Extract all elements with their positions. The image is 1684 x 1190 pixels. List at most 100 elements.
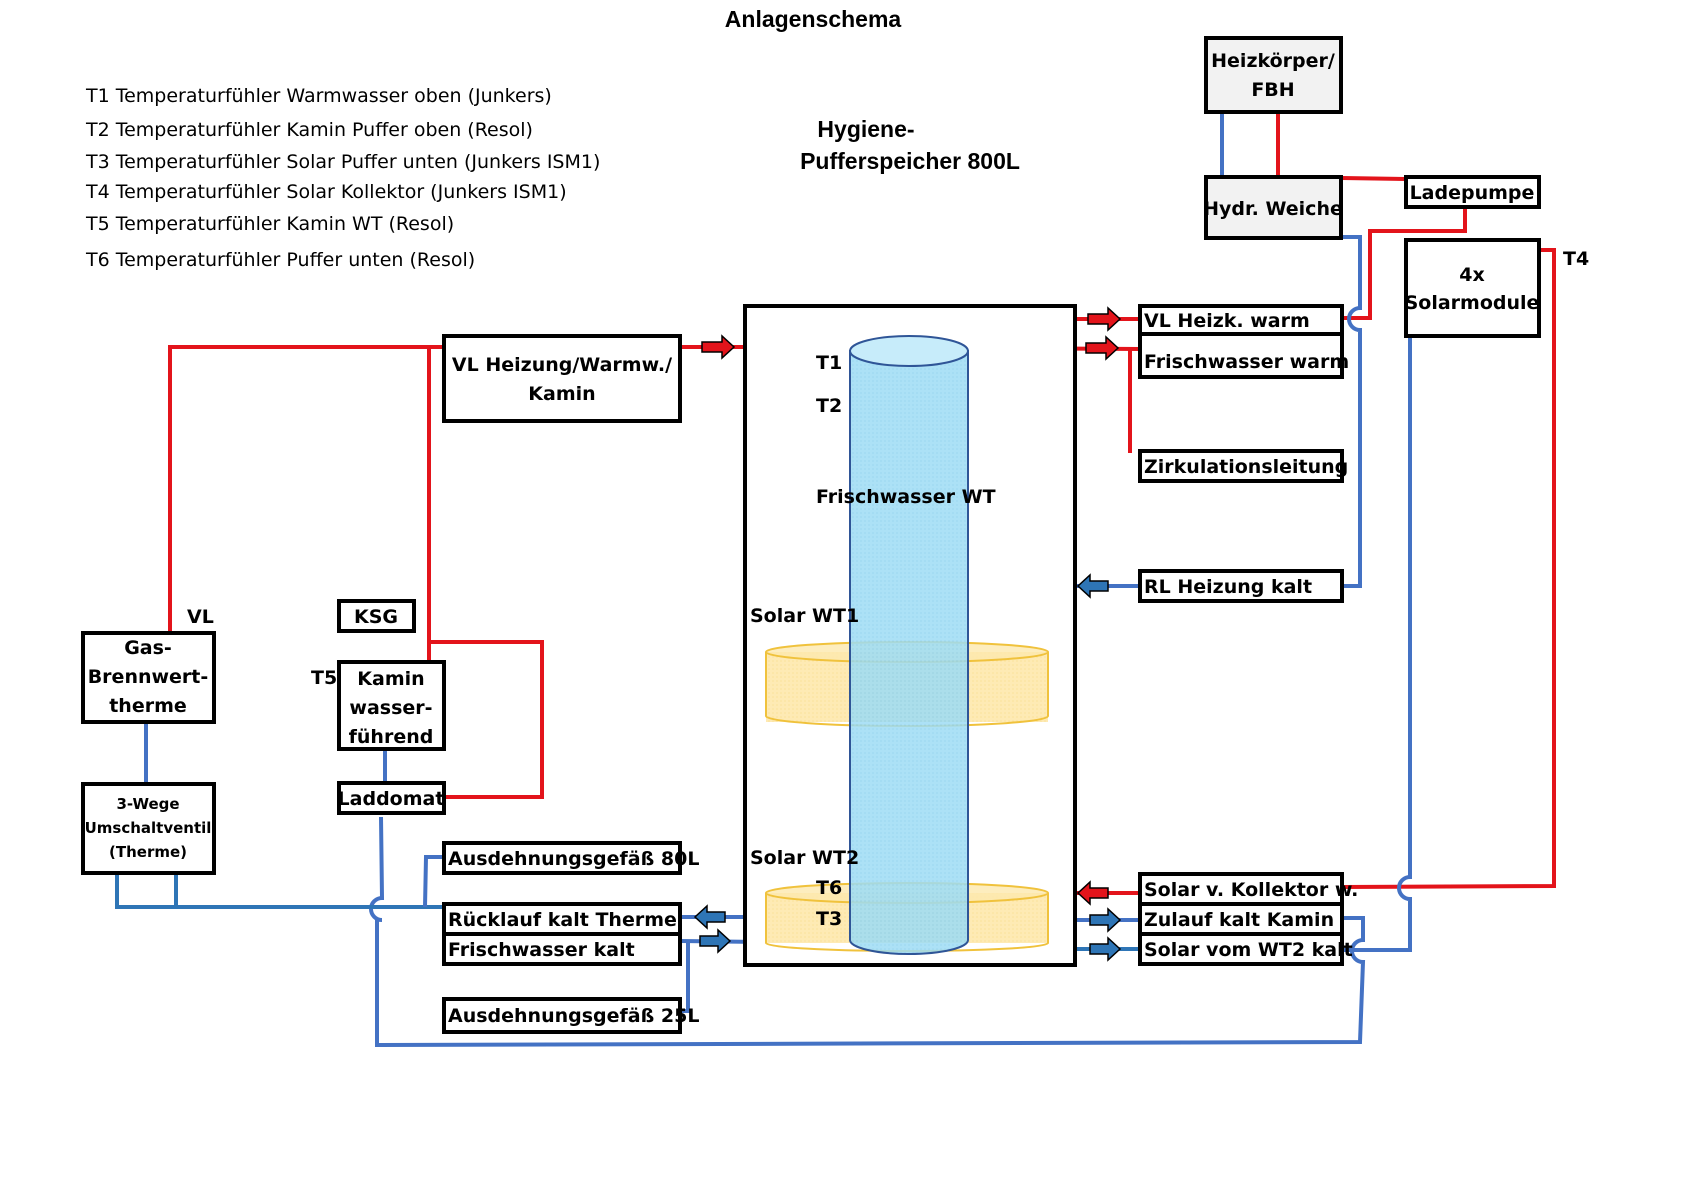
sensor-label-t6: T6 [816,877,842,899]
rl-heizung-kalt-label: RL Heizung kalt [1144,576,1312,598]
sensor-label-t2: T2 [816,395,842,417]
kamin-line2: wasser- [349,697,432,719]
legend-item-t3: T3 Temperaturfühler Solar Puffer unten (… [85,151,600,173]
gas-therme-line3: therme [109,695,187,717]
solar-vom-wt2-box: Solar vom WT2 kalt [1138,932,1353,966]
dreiwege-line3: (Therme) [109,843,187,861]
ag80-box: Ausdehnungsgefäß 80L [442,841,699,875]
dreiwege-ventil-box: 3-Wege Umschaltventil (Therme) [81,782,216,875]
rl-heizung-kalt-box: RL Heizung kalt [1138,569,1344,603]
pipe-weiche-ladepumpe [1341,176,1407,181]
zirkulation-box: Zirkulationsleitung [1138,449,1348,483]
tank-title-line2: Pufferspeicher 800L [800,148,1020,174]
arrow-right-icon [701,334,736,360]
ruecklauf-therme-box: Rücklauf kalt Therme [442,902,682,936]
arrow-left-icon [1076,880,1109,906]
tank-title-line1: Hygiene- [817,116,914,142]
pipe-solar-kollektor [1341,248,1556,889]
solar-v-kollektor-box: Solar v. Kollektor w. [1138,872,1358,906]
heizkoerper-rect [1204,36,1343,114]
dreiwege-line2: Umschaltventil [85,819,212,837]
dreiwege-rect [81,782,216,875]
vl-label: VL [187,606,214,628]
vl-heizk-warm-rect [1138,304,1344,336]
legend-item-t1: T1 Temperaturfühler Warmwasser oben (Jun… [85,85,552,107]
solarmodule-line2: Solarmodule [1405,292,1540,314]
solarmodule-line1: 4x [1459,264,1484,286]
kamin-line1: Kamin [357,668,424,690]
ag25-rect [442,997,682,1034]
pipe-ladepumpe-feed [1342,209,1467,320]
laddomat-box: Laddomat [337,781,446,815]
gas-therme-line1: Gas- [124,637,172,659]
pipe-laddomat [429,640,544,799]
kamin-line3: führend [349,726,434,748]
ruecklauf-therme-label: Rücklauf kalt Therme [448,909,677,931]
solarmodule-rect [1404,238,1541,338]
arrow-left-icon [1076,573,1109,599]
gas-therme-line2: Brennwert- [88,666,209,688]
arrow-right-icon [1087,306,1122,332]
legend-item-t4: T4 Temperaturfühler Solar Kollektor (Jun… [85,181,567,203]
zulauf-kalt-kamin-label: Zulauf kalt Kamin [1144,909,1334,931]
vl-heizung-box: VL Heizung/Warmw./ Kamin [442,334,682,423]
cylinder-top [849,335,969,367]
ladepumpe-box: Ladepumpe [1404,175,1541,209]
heizkoerper-line2: FBH [1251,79,1294,101]
arrow-left-icon [693,904,726,930]
heizkoerper-line1: Heizkörper/ [1211,50,1335,72]
vl-heizung-rect [442,334,682,423]
arrow-right-icon [699,928,732,954]
frischwasser-warm-label: Frischwasser warm [1144,351,1349,373]
gas-therme-box: Gas- Brennwert- therme [81,631,216,724]
frischwasser-warm-box: Frischwasser warm [1138,332,1349,379]
pipe-vl-gas [168,345,444,632]
solar-wt1-label: Solar WT1 [750,605,859,627]
pipe-solar-return [1342,337,1412,952]
pipe-ag25 [680,941,690,1013]
vl-heizung-line2: Kamin [528,383,595,405]
page-title: Anlagenschema [725,6,902,32]
sensor-label-t1: T1 [816,352,842,374]
legend-item-t5: T5 Temperaturfühler Kamin WT (Resol) [85,213,454,235]
kamin-box: Kamin wasser- führend [337,660,446,751]
zirkulation-rect [1138,449,1344,483]
dreiwege-line1: 3-Wege [116,795,179,813]
legend-item-t6: T6 Temperaturfühler Puffer unten (Resol) [85,249,475,271]
hydr-weiche-box: Hydr. Weiche [1203,175,1343,240]
frischwasser-kalt-box: Frischwasser kalt [442,932,682,966]
vl-heizk-warm-label: VL Heizk. warm [1144,310,1310,332]
ag25-label: Ausdehnungsgefäß 25L [448,1005,699,1027]
solar-v-kollektor-rect [1138,872,1344,906]
ksg-rect [337,599,416,633]
zulauf-kalt-kamin-box: Zulauf kalt Kamin [1138,902,1344,936]
ladepumpe-rect [1404,175,1541,209]
ksg-box: KSG [337,599,416,633]
arrow-right-icon [1089,907,1122,933]
frischwasser-kalt-rect [442,932,682,966]
solarmodule-box: 4x Solarmodule [1404,238,1541,338]
pipe-ag80 [423,855,444,908]
ag25-box: Ausdehnungsgefäß 25L [442,997,699,1034]
hydr-weiche-rect [1204,175,1343,240]
pipe-main-cold [115,873,444,909]
solar-wt2-label: Solar WT2 [750,847,859,869]
solar-vom-wt2-rect [1138,932,1344,966]
frischwasser-warm-rect [1138,332,1344,379]
frischwasser-wt-label: Frischwasser WT [816,486,996,508]
frischwasser-wt-cylinder [849,335,969,955]
hydr-weiche-label: Hydr. Weiche [1203,198,1343,220]
ag80-label: Ausdehnungsgefäß 80L [448,848,699,870]
sensor-label-t3: T3 [816,908,842,930]
arrow-right-icon [1089,936,1122,962]
solar-v-kollektor-label: Solar v. Kollektor w. [1144,879,1358,901]
vl-heizung-line1: VL Heizung/Warmw./ [452,354,672,376]
zirkulation-label: Zirkulationsleitung [1144,456,1348,478]
laddomat-rect [337,781,446,815]
sensor-label-t4: T4 [1563,248,1589,270]
arrow-right-icon [1085,335,1120,361]
vl-heizk-warm-box: VL Heizk. warm [1138,304,1344,336]
laddomat-label: Laddomat [338,788,445,810]
ag80-rect [442,841,682,875]
